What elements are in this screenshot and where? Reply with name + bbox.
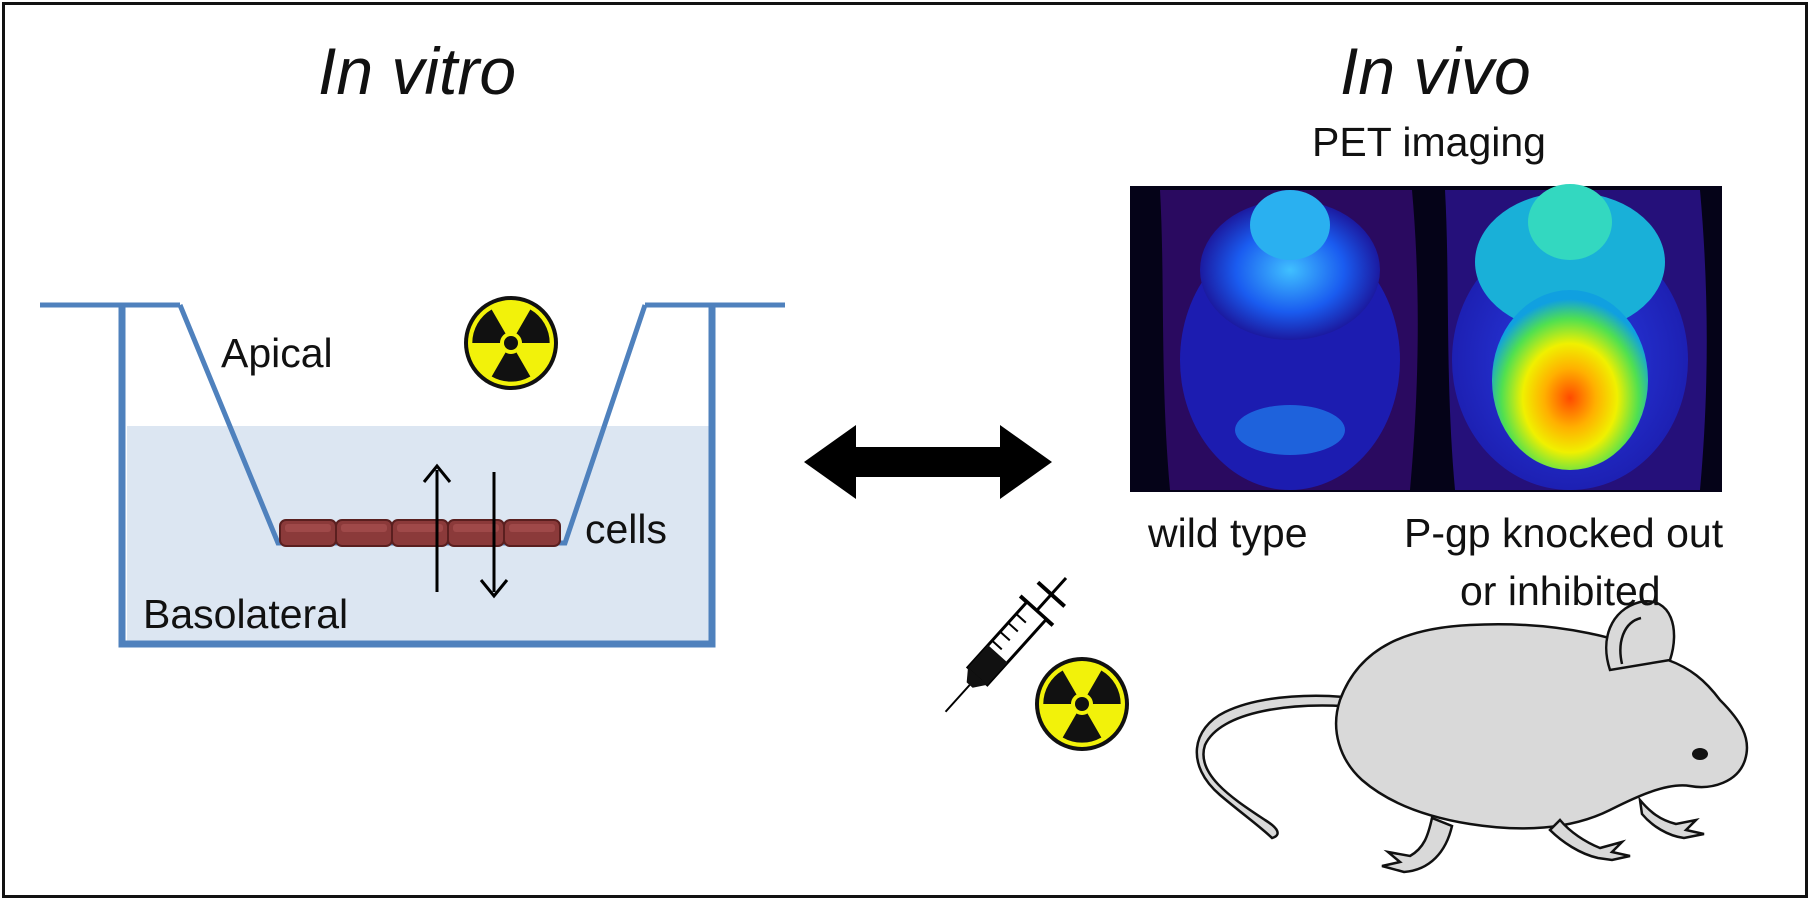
radiation-icon: [1035, 657, 1131, 755]
basolateral-label: Basolateral: [143, 591, 349, 637]
cells-label: cells: [585, 506, 668, 552]
transwell-diagram: [40, 296, 785, 648]
transport-arrows: [422, 463, 509, 599]
pet-images: [1130, 184, 1722, 492]
apical-label: Apical: [221, 330, 333, 376]
well-outline: [118, 305, 716, 648]
pet-wild-type-image: [1160, 190, 1418, 490]
knockout-label-line1: P-gp knocked out: [1404, 510, 1724, 556]
in-vivo-title: In vivo: [1340, 34, 1531, 108]
pet-imaging-label: PET imaging: [1312, 119, 1546, 165]
pet-knockout-image: [1445, 184, 1707, 490]
double-arrow-icon: [804, 425, 1052, 499]
mouse-icon: [1195, 600, 1749, 874]
syringe-icon: [944, 576, 1068, 713]
cell-monolayer: [279, 519, 561, 547]
knockout-label-line2: or inhibited: [1460, 568, 1661, 614]
in-vitro-title: In vitro: [318, 34, 517, 108]
wild-type-label: wild type: [1148, 510, 1308, 556]
